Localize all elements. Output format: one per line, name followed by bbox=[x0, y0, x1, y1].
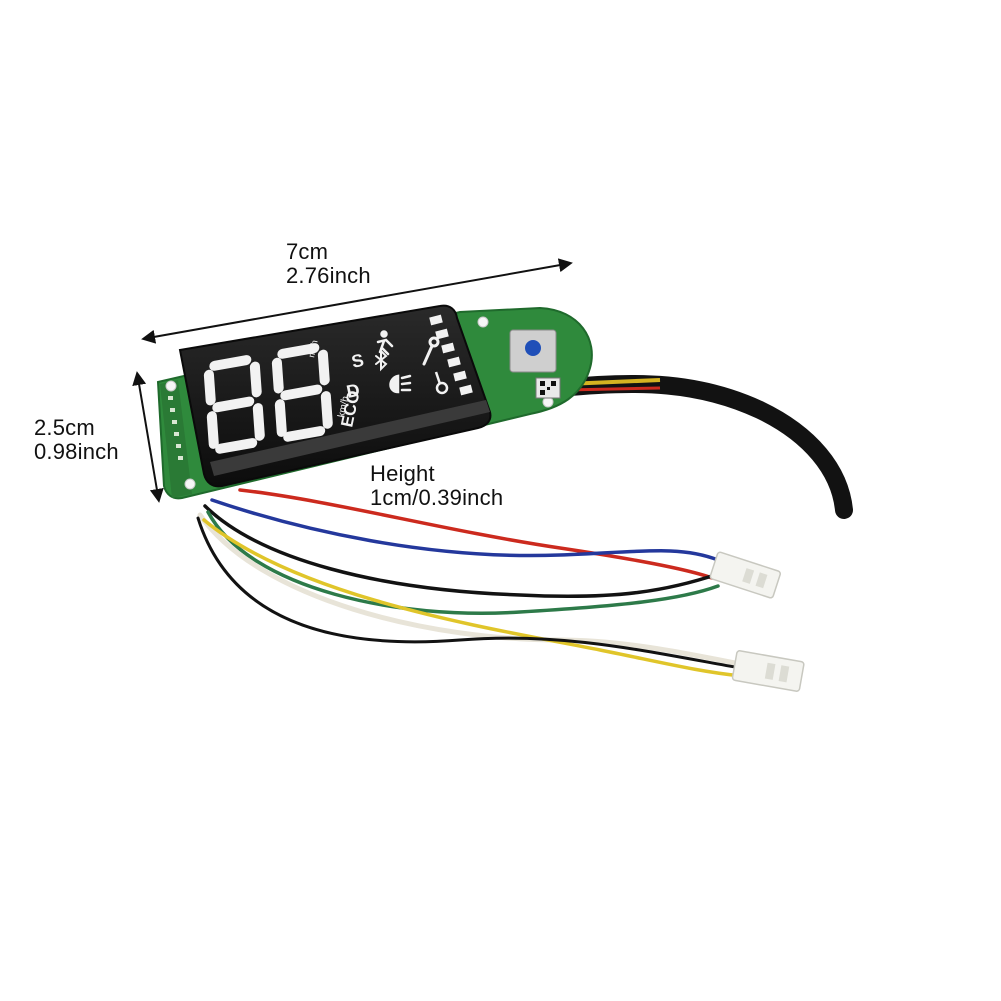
width-metric: 7cm bbox=[286, 239, 329, 264]
mount-hole bbox=[184, 478, 196, 490]
speed-digits bbox=[203, 343, 333, 454]
height-arrow bbox=[132, 371, 164, 503]
mode-drive: D bbox=[345, 380, 362, 402]
thickness-value: 1cm/0.39inch bbox=[370, 485, 504, 510]
width-label: 7cm 2.76inch bbox=[286, 240, 371, 288]
height-label: 2.5cm 0.98inch bbox=[34, 416, 119, 464]
thickness-label: Height 1cm/0.39inch bbox=[370, 462, 503, 510]
mount-hole bbox=[477, 316, 489, 328]
screen-bezel bbox=[210, 400, 490, 476]
main-cable bbox=[551, 374, 853, 519]
unit-kmh: km/h bbox=[336, 395, 351, 418]
height-metric: 2.5cm bbox=[34, 415, 95, 440]
lower-connector bbox=[731, 650, 805, 692]
thermometer-icon bbox=[434, 371, 449, 395]
bluetooth-icon bbox=[375, 348, 388, 372]
upper-connector bbox=[709, 551, 781, 599]
wire-harness bbox=[196, 488, 744, 678]
mode-sport: S bbox=[350, 350, 366, 372]
mount-hole bbox=[165, 380, 177, 392]
width-arrow bbox=[141, 258, 573, 344]
unit-mph: mph bbox=[306, 339, 319, 358]
height-imperial: 0.98inch bbox=[34, 439, 119, 464]
thickness-title: Height bbox=[370, 461, 435, 486]
pin-header bbox=[168, 396, 183, 460]
width-imperial: 2.76inch bbox=[286, 263, 371, 288]
power-button bbox=[509, 329, 557, 373]
headlight-icon bbox=[389, 374, 412, 394]
